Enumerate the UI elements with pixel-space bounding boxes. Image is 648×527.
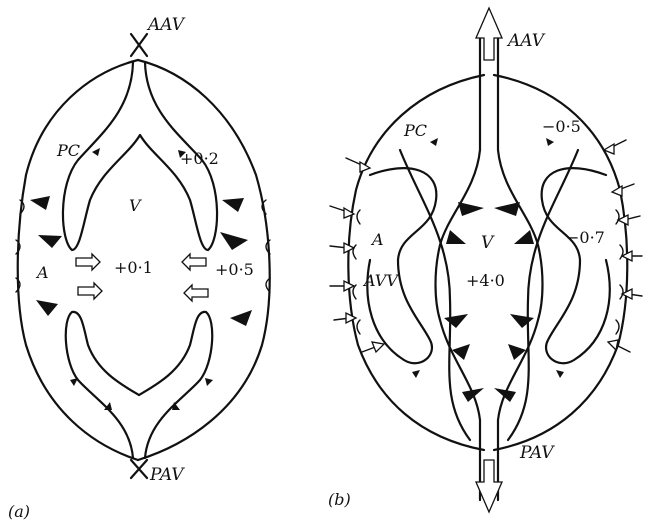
panel-a-arrow <box>205 378 213 386</box>
panel-b: AAV PAV PC V A AVV +4·0 −0·5 −0·7 (b) <box>328 8 642 512</box>
panel-a-arrow <box>220 232 248 250</box>
panel-b-arrow <box>462 388 484 402</box>
panel-a-arrow <box>38 235 62 248</box>
panel-b-right-cushion <box>542 168 610 363</box>
panel-a-open-arrow <box>78 283 102 299</box>
panel-b-arrow <box>446 230 466 244</box>
panel-b-ventricle-label: V <box>481 233 495 253</box>
panel-a-ventricle-value: +0·1 <box>114 258 153 277</box>
panel-a-atrium-label: A <box>35 263 49 282</box>
panel-b-arrow <box>458 202 484 216</box>
panel-b-avv-label: AVV <box>362 271 399 290</box>
panel-a-arrow <box>36 300 58 316</box>
panel-a-atrium-value: +0·5 <box>215 260 254 279</box>
panel-b-arrow <box>494 202 520 216</box>
panel-b-central-tube-right <box>498 30 543 500</box>
panel-b-wall-segments-left <box>353 210 360 334</box>
panel-a-ventricle-label: V <box>129 196 142 215</box>
panel-b-arrow <box>412 370 420 378</box>
panel-a-open-arrow <box>182 254 206 270</box>
panel-a-pc-label: PC <box>56 141 80 160</box>
panel-a-arrow <box>222 198 244 212</box>
panel-b-wall-segments-right <box>616 210 623 334</box>
panel-a-arrow <box>30 196 50 210</box>
panel-b-arrow <box>444 314 468 328</box>
panel-a-arrow <box>70 378 78 386</box>
panel-b-arrow <box>510 314 534 328</box>
panel-a-arrow <box>92 148 100 156</box>
panel-b-arrow <box>546 138 554 146</box>
panel-b-arrow <box>494 388 516 402</box>
panel-a-aav-valve <box>131 34 147 56</box>
panel-b-ventricle-value: +4·0 <box>466 271 505 290</box>
panel-b-arrow <box>430 138 438 146</box>
panel-b-caption: (b) <box>328 490 351 509</box>
panel-b-atrium-label: A <box>370 230 384 249</box>
panel-b-pc-value: −0·5 <box>542 117 581 136</box>
panel-b-pc-label: PC <box>403 121 427 140</box>
panel-b-arrow <box>556 370 564 378</box>
panel-a: AAV PAV PC V A +0·1 +0·2 +0·5 (a) <box>8 15 270 521</box>
panel-a-open-arrow <box>184 285 208 301</box>
panel-b-central-tube <box>436 30 481 500</box>
panel-a-pav-valve <box>131 460 147 478</box>
panel-a-caption: (a) <box>8 502 30 521</box>
panel-b-atrium-value: −0·7 <box>566 228 605 247</box>
panel-b-arrow <box>514 230 534 244</box>
panel-b-pav-label: PAV <box>519 443 555 463</box>
panel-a-pc-value: +0·2 <box>180 149 219 168</box>
panel-b-aav-label: AAV <box>506 31 546 51</box>
panel-a-arrow <box>230 310 252 326</box>
panel-b-left-cushion <box>367 168 436 363</box>
panel-a-aav-label: AAV <box>146 15 186 35</box>
panel-a-open-arrow <box>76 254 100 270</box>
panel-a-pav-label: PAV <box>149 465 185 485</box>
